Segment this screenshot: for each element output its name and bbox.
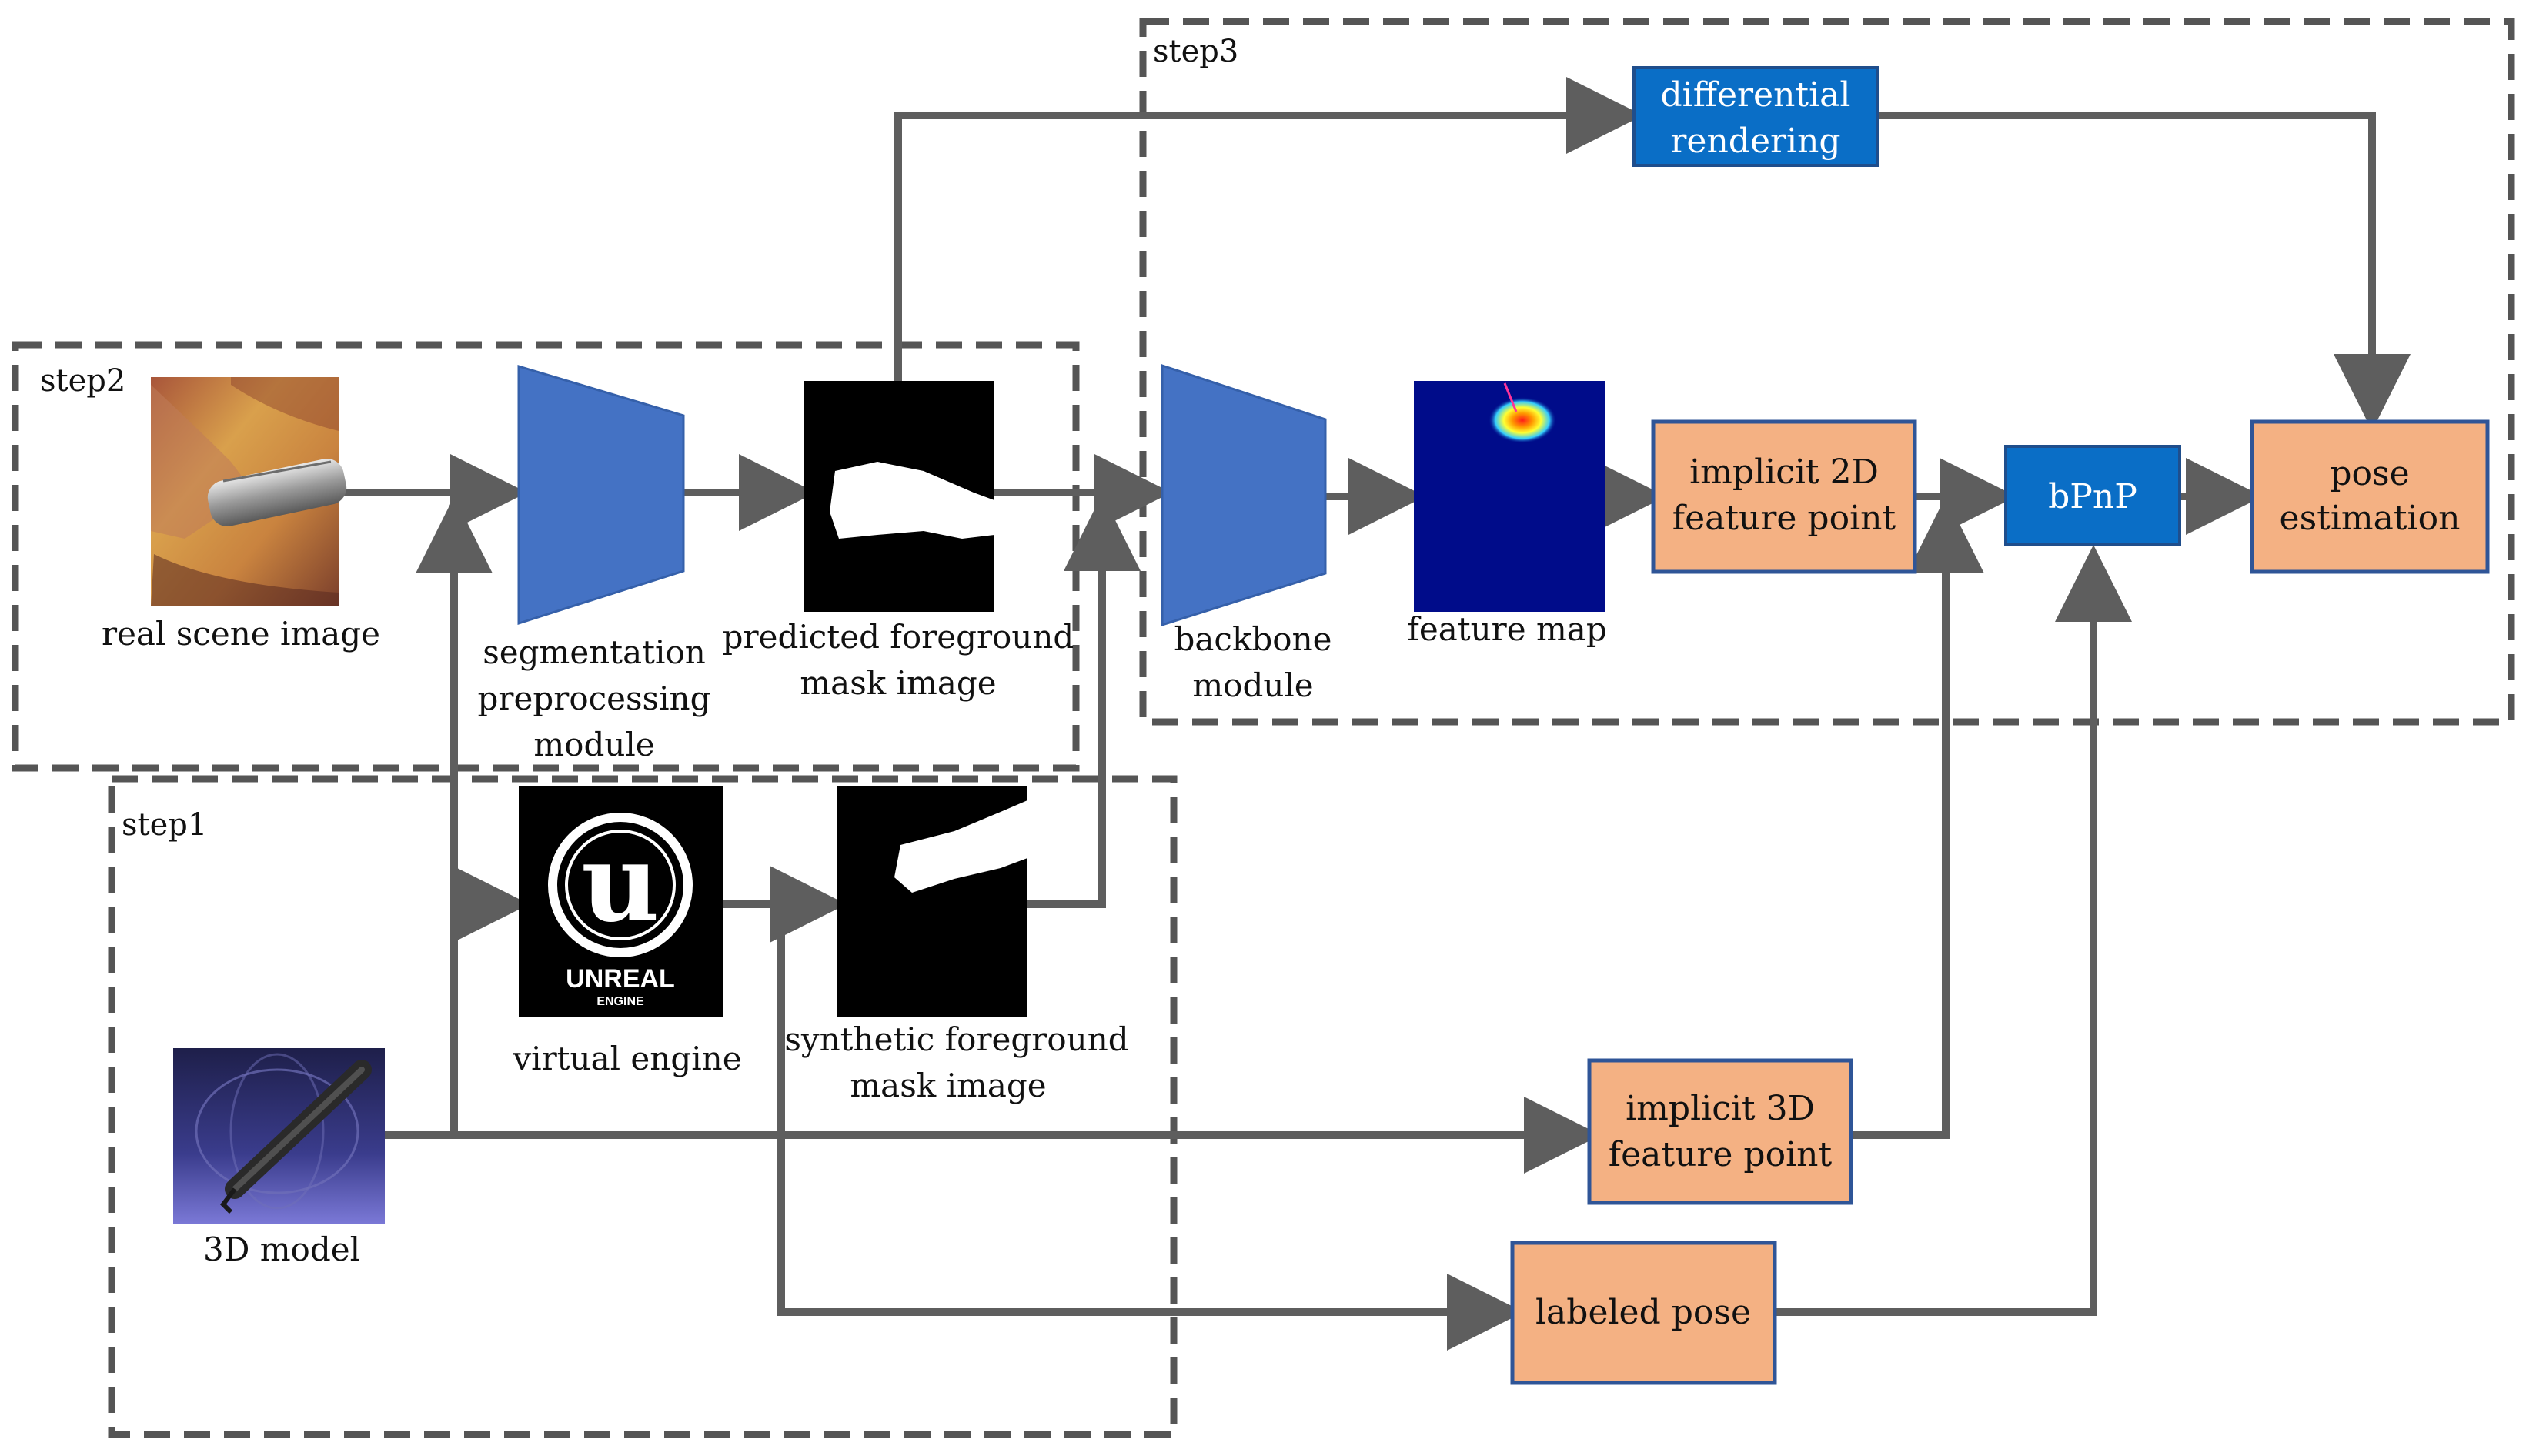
backbone-label-1: backbone: [1174, 620, 1332, 658]
backbone-module-shape: [1161, 363, 1327, 627]
svg-text:u: u: [581, 820, 660, 947]
differential-label-1: differential: [1660, 75, 1850, 115]
arrow-mask-to-differential: [894, 77, 1643, 381]
step2-frame: [12, 341, 1080, 772]
unreal-logo-word: UNREAL: [566, 964, 675, 993]
differential-rendering-box: [1632, 66, 1879, 167]
segmentation-module-shape: [517, 364, 685, 626]
step1-frame: [108, 775, 1178, 1438]
differential-label-2: rendering: [1670, 122, 1840, 161]
predicted-mask-label-1: predicted foreground: [723, 618, 1074, 656]
step2-label: step2: [40, 363, 125, 399]
pose-label-1: pose: [2330, 454, 2409, 493]
step1-label: step1: [122, 807, 207, 843]
implicit-2d-box: [1651, 419, 1917, 574]
segmentation-label-1: segmentation: [483, 633, 706, 671]
unreal-logo-icon: u: [548, 813, 693, 957]
predicted-mask-image: [804, 381, 994, 612]
synthetic-mask-image: [837, 786, 1027, 1017]
implicit-3d-box: [1587, 1058, 1853, 1205]
3d-model-image: [173, 1048, 385, 1224]
synthetic-mask-label-1: synthetic foreground: [784, 1020, 1128, 1058]
real-scene-label: real scene image: [102, 615, 380, 653]
pose-label-2: estimation: [2280, 499, 2461, 538]
backbone-label-2: module: [1192, 666, 1313, 704]
virtual-engine-label: virtual engine: [512, 1040, 741, 1077]
labeled-pose-box: [1510, 1241, 1777, 1385]
arrow-labeledpose-to-bpnp: [1775, 545, 2132, 1316]
bpnp-box: [2004, 445, 2181, 546]
segmentation-label-3: module: [533, 726, 654, 763]
bpnp-label: bPnP: [2048, 477, 2137, 516]
labeled-pose-label: labeled pose: [1535, 1293, 1751, 1332]
predicted-mask-label-2: mask image: [800, 664, 996, 702]
virtual-engine-image: u UNREAL ENGINE: [519, 786, 723, 1017]
implicit-3d-label-2: feature point: [1609, 1135, 1833, 1174]
feature-map-label: feature map: [1407, 610, 1606, 648]
arrow-differential-to-pose: [1878, 112, 2411, 431]
implicit-2d-label-1: implicit 2D: [1689, 452, 1879, 492]
segmentation-label-2: preprocessing: [478, 680, 711, 717]
step3-label: step3: [1153, 34, 1238, 69]
arrow-implicit3d-to-bpnp: [1851, 496, 1984, 1139]
pose-estimation-box: [2250, 419, 2490, 574]
implicit-3d-label-1: implicit 3D: [1626, 1089, 1815, 1128]
mask-silhouette-icon: [894, 800, 1027, 893]
unreal-logo-sub: ENGINE: [596, 995, 644, 1008]
feature-map-image: [1414, 381, 1605, 612]
3d-model-label: 3D model: [203, 1231, 360, 1268]
real-scene-image: [151, 377, 347, 606]
step3-frame: [1139, 18, 2515, 726]
synthetic-mask-label-2: mask image: [850, 1067, 1046, 1104]
implicit-2d-label-2: feature point: [1672, 499, 1896, 538]
arrow-engine-to-labeled-pose: [777, 904, 1524, 1351]
arrow-synthetic-to-backbone: [1027, 494, 1141, 908]
